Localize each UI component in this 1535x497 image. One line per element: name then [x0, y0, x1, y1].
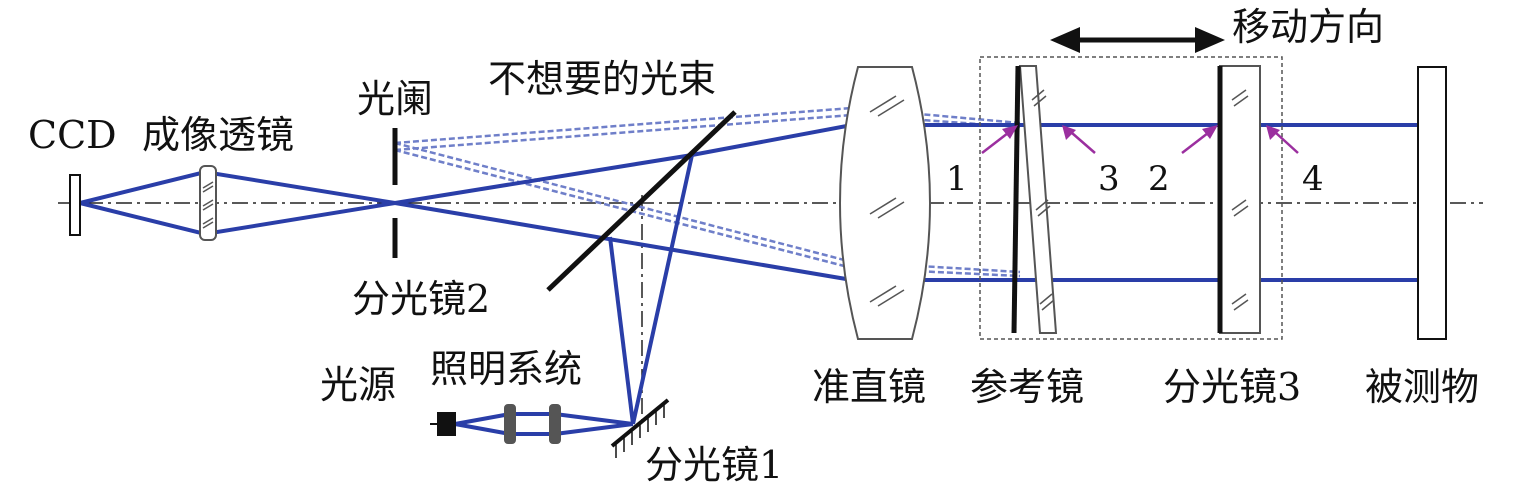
reference-mirror — [1018, 65, 1058, 334]
surface-marker-4: 4 — [1302, 159, 1324, 199]
illumination-lenses — [504, 404, 561, 444]
aperture-label: 光阑 — [357, 77, 433, 121]
beamsplitter-2 — [546, 110, 737, 292]
reference-mirror-hatch — [1031, 89, 1055, 311]
light-source-icon — [430, 412, 456, 436]
beamsplitter-3-hatch — [1231, 89, 1249, 311]
illumination-system-label: 照明系统 — [430, 347, 582, 391]
surface-marker-3: 3 — [1098, 159, 1120, 199]
ccd-label: CCD — [28, 113, 117, 157]
beamsplitter-1-hatch — [615, 403, 665, 458]
surface-marker-2: 2 — [1148, 159, 1170, 199]
collimator-label: 准直镜 — [812, 365, 926, 409]
imaging-lens-hatch — [202, 181, 214, 229]
test-object — [1417, 66, 1447, 340]
beamsplitter-1-label: 分光镜1 — [645, 443, 783, 487]
ccd-sensor — [69, 174, 81, 236]
reference-mirror-label: 参考镜 — [970, 365, 1084, 409]
reference-mirror-surface — [1011, 65, 1021, 334]
beamsplitter-3-label: 分光镜3 — [1163, 365, 1301, 409]
beamsplitter-2-label: 分光镜2 — [352, 277, 490, 321]
beamsplitter-3 — [1219, 65, 1261, 334]
test-object-label: 被测物 — [1365, 365, 1479, 409]
light-source-label: 光源 — [320, 363, 396, 407]
unwanted-beam-label: 不想要的光束 — [488, 57, 716, 101]
collimator-hatch — [869, 95, 905, 307]
surface-marker-1: 1 — [946, 159, 968, 199]
collimator-lens — [839, 66, 931, 340]
move-direction-arrow — [1050, 27, 1225, 53]
move-direction-label: 移动方向 — [1232, 5, 1384, 49]
imaging-lens-label: 成像透镜 — [142, 113, 294, 157]
surface-marker-arrows — [981, 125, 1299, 154]
moving-assembly-box — [979, 56, 1283, 340]
